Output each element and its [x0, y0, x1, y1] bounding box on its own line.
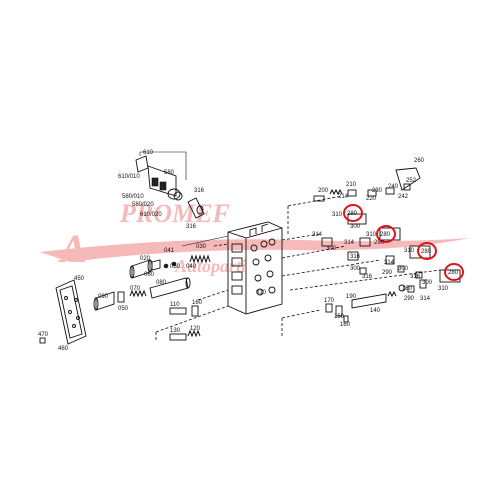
label-120: 120: [190, 326, 201, 332]
label-280c: 280: [421, 249, 432, 255]
label-041: 041: [164, 248, 175, 254]
label-470: 470: [38, 332, 49, 338]
label-140: 140: [370, 308, 381, 314]
label-080: 080: [156, 280, 167, 286]
label-580-020: 580/020: [132, 202, 154, 208]
label-180: 180: [402, 286, 413, 292]
label-260: 260: [414, 158, 425, 164]
label-240: 240: [388, 184, 399, 190]
label-410: 316: [194, 188, 205, 194]
label-310a: 310: [332, 212, 343, 218]
connector-lines: [155, 243, 229, 340]
label-090: 090: [98, 294, 109, 300]
label-030: 030: [196, 244, 207, 250]
label-300b: 300: [326, 246, 337, 252]
label-110: 110: [170, 302, 180, 308]
label-316a: 316: [350, 254, 361, 260]
right-upper-parts: [287, 167, 421, 236]
label-314a: 314: [312, 232, 323, 238]
label-314b: 314: [344, 240, 355, 246]
part-labels: 610 610/010 580 580/010 580/020 610/020 …: [38, 150, 459, 352]
label-280d: 280: [448, 270, 459, 276]
label-300e: 300: [422, 280, 433, 286]
highlight-markers: [343, 204, 464, 281]
label-252: 252: [406, 178, 417, 184]
label-020: 020: [140, 256, 151, 262]
label-010: 010: [256, 290, 267, 296]
label-170: 170: [324, 298, 335, 304]
label-280b: 280: [380, 232, 391, 238]
label-450: 450: [74, 276, 85, 282]
label-314d: 314: [420, 296, 431, 302]
piston-group-left: [129, 235, 229, 279]
label-050: 050: [170, 264, 181, 270]
label-300c: 300: [350, 266, 361, 272]
label-580: 580: [164, 170, 175, 176]
label-300a: 300: [350, 224, 361, 230]
label-210: 210: [346, 182, 357, 188]
watermark-brand: PROMEF: [119, 199, 230, 228]
label-610-010: 610/010: [118, 174, 140, 180]
label-060: 060: [144, 272, 155, 278]
label-150: 150: [334, 314, 345, 320]
label-580-010: 580/010: [122, 194, 144, 200]
label-214: 214: [338, 194, 349, 200]
piston-group-bottom: [169, 305, 201, 341]
gasket-plate-450: [39, 279, 87, 345]
label-160b: 160: [340, 322, 351, 328]
label-130: 130: [170, 328, 181, 334]
right-lower-parts: [281, 279, 427, 338]
highlight-280-c: [417, 242, 437, 260]
label-220: 220: [366, 196, 377, 202]
label-230: 230: [372, 188, 383, 194]
label-290a: 290: [374, 240, 385, 246]
label-310d: 310: [438, 286, 449, 292]
label-314c: 314: [384, 260, 395, 266]
watermark-initial: A: [57, 226, 87, 271]
assembly-610: [135, 151, 205, 219]
label-280a: 280: [347, 211, 358, 217]
label-300d: 300: [398, 266, 409, 272]
label-290c: 290: [404, 296, 415, 302]
label-410-020: 316: [186, 224, 197, 230]
highlight-280-a: [343, 204, 363, 222]
label-610-020: 610/020: [140, 212, 162, 218]
highlight-280-d: [444, 263, 464, 281]
label-160: 160: [192, 300, 203, 306]
highlight-280-b: [376, 225, 396, 243]
label-610: 610: [143, 150, 154, 156]
label-460: 460: [58, 346, 69, 352]
piston-group-lower-left: [93, 277, 191, 311]
valve-body-010: [227, 221, 283, 315]
label-316b: 316: [362, 274, 373, 280]
label-316c: 316: [410, 274, 421, 280]
label-200: 200: [318, 188, 329, 194]
label-290b: 290: [382, 270, 393, 276]
label-242: 242: [398, 194, 409, 200]
label-040: 040: [186, 264, 197, 270]
label-310b: 310: [366, 232, 377, 238]
label-070: 070: [130, 286, 141, 292]
label-310c: 310: [404, 248, 415, 254]
label-050b: 050: [118, 306, 129, 312]
label-190: 190: [346, 294, 357, 300]
